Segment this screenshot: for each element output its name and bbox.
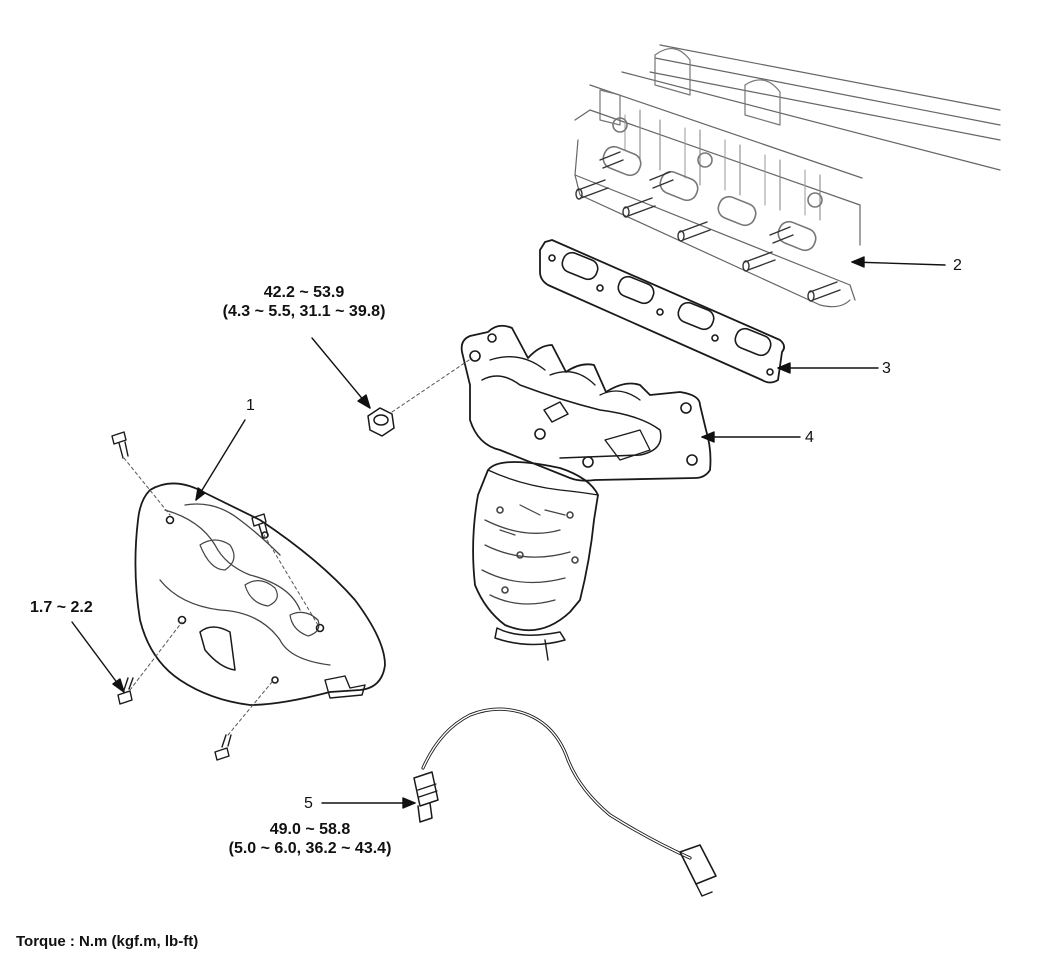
assembly-guide-lines — [123, 357, 473, 736]
nut-torque-spec: 42.2 ~ 53.9 (4.3 ~ 5.5, 31.1 ~ 39.8) — [190, 283, 418, 321]
heat-protector-bolt-torque: 1.7 ~ 2.2 — [30, 598, 93, 617]
callout-1: 1 — [246, 397, 255, 414]
callout-4: 4 — [805, 429, 814, 446]
oxygen-sensor-torque-spec: 49.0 ~ 58.8 (5.0 ~ 6.0, 36.2 ~ 43.4) — [196, 820, 424, 858]
bolt-torque-nm: 1.7 ~ 2.2 — [30, 599, 93, 616]
callout-5: 5 — [304, 795, 313, 812]
torque-units-caption: Torque : N.m (kgf.m, lb-ft) — [16, 933, 199, 950]
nut-torque-nm: 42.2 ~ 53.9 — [263, 284, 345, 301]
heat-protector-bolts — [111, 431, 269, 761]
manifold-nut — [367, 407, 395, 437]
nut-torque-alt-units: (4.3 ~ 5.5, 31.1 ~ 39.8) — [222, 303, 386, 320]
sensor-torque-alt-units: (5.0 ~ 6.0, 36.2 ~ 43.4) — [228, 840, 392, 857]
heat-protector — [134, 482, 386, 706]
exhaust-manifold-with-catalytic-converter — [460, 324, 712, 661]
callout-2: 2 — [953, 257, 962, 274]
callout-3: 3 — [882, 360, 891, 377]
cylinder-head — [574, 44, 1001, 308]
oxygen-sensor — [413, 707, 717, 897]
sensor-torque-nm: 49.0 ~ 58.8 — [269, 821, 351, 838]
exhaust-manifold-gasket — [539, 239, 785, 384]
leader-lines — [71, 256, 946, 809]
